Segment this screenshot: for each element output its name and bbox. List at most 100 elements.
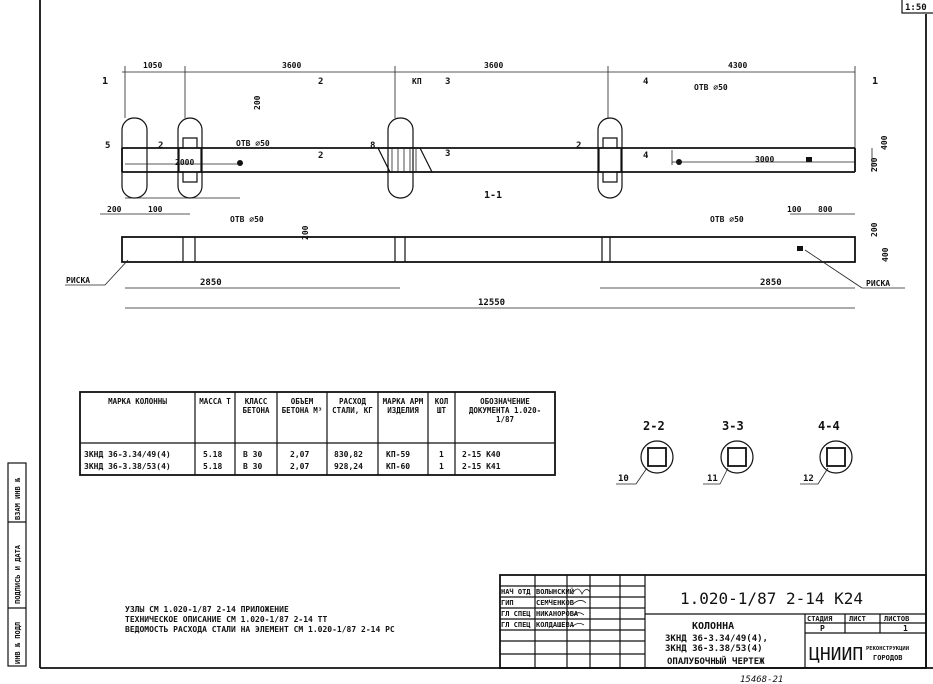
section-mark-4: 4 (643, 151, 649, 161)
dim-200-right: 200 (870, 222, 879, 237)
col-header: ОБЪЕМ БЕТОНА М³ (281, 397, 323, 415)
stamp-replace-label: ВЗАМ ИНВ № (14, 478, 22, 520)
col-header: КЛАСС БЕТОНА (242, 397, 270, 415)
signatures (571, 588, 591, 628)
sheets-header: ЛИСТОВ (884, 615, 909, 623)
node-oval-2b (597, 117, 623, 199)
section-mark-1: 1 (102, 76, 108, 87)
svg-text:НАЧ ОТД: НАЧ ОТД (501, 588, 531, 596)
sheet-header: ЛИСТ (849, 615, 866, 623)
section-mark-2: 2 (318, 151, 323, 161)
stage-value: Р (820, 624, 825, 633)
org-sub: ГОРОДОВ (873, 654, 903, 662)
svg-text:2,07: 2,07 (290, 450, 309, 459)
dim-4300: 4300 (728, 61, 747, 70)
svg-text:928,24: 928,24 (334, 462, 363, 471)
riska-label-right: РИСКА (866, 279, 890, 288)
svg-text:830,82: 830,82 (334, 450, 363, 459)
org-sub: РЕКОНСТРУКЦИИ (866, 646, 909, 652)
svg-text:5.18: 5.18 (203, 462, 222, 471)
margin-stamp: ИНВ № ПОДЛ ПОДПИСЬ И ДАТА ВЗАМ ИНВ № (7, 462, 27, 667)
svg-text:2-2: 2-2 (643, 419, 665, 433)
svg-text:2-15 К41: 2-15 К41 (462, 462, 501, 471)
svg-text:2-15 К40: 2-15 К40 (462, 450, 501, 459)
callout-2b: 2 (576, 141, 581, 151)
note-line: ВЕДОМОСТЬ РАСХОДА СТАЛИ НА ЭЛЕМЕНТ СМ 1.… (125, 625, 395, 634)
section-1-1: 1-1 200 100 100 800 ОТВ ⌀50 ОТВ ⌀50 200 … (65, 190, 905, 309)
sheets-value: 1 (903, 624, 908, 633)
svg-text:КП-60: КП-60 (386, 462, 410, 471)
section-mark-1-right: 1 (872, 76, 878, 87)
plan-view: 1050 3600 3600 4300 2000 3000 200 400 20… (102, 61, 889, 199)
hole-label: ОТВ ⌀50 (694, 83, 728, 92)
svg-text:11: 11 (707, 474, 718, 484)
stamp-sign-label: ПОДПИСЬ И ДАТА (14, 544, 22, 604)
svg-text:3КНД 36-3.34/49(4): 3КНД 36-3.34/49(4) (84, 450, 171, 459)
dim-2850-right: 2850 (760, 278, 782, 288)
document-code: 1.020-1/87 2-14 К24 (680, 589, 863, 608)
dim-3000: 3000 (755, 155, 774, 164)
dim-3600-a: 3600 (282, 61, 301, 70)
col-header: МАССА Т (199, 397, 231, 406)
svg-text:ГЛ СПЕЦ: ГЛ СПЕЦ (501, 610, 531, 618)
svg-text:3КНД 36-3.38/53(4): 3КНД 36-3.38/53(4) (84, 462, 171, 471)
col-header: ОБОЗНАЧЕНИЕ ДОКУМЕНТА 1.020-1/87 (468, 397, 542, 424)
svg-text:3-3: 3-3 (722, 419, 744, 433)
riska-label-left: РИСКА (66, 276, 90, 285)
item-title: КОЛОННА (692, 621, 734, 632)
svg-text:5.18: 5.18 (203, 450, 222, 459)
dim-200: 200 (107, 205, 122, 214)
stamp-inv-label: ИНВ № ПОДЛ (14, 622, 22, 664)
dim-12550: 12550 (478, 298, 505, 308)
dim-100: 100 (148, 205, 163, 214)
hole-marker (237, 160, 243, 166)
svg-text:ГИП: ГИП (501, 599, 514, 607)
item-mark: 3КНД 36-3.34/49(4), (665, 634, 768, 644)
col-header: МАРКА КОЛОННЫ (108, 397, 167, 406)
dim-1050: 1050 (143, 61, 162, 70)
section-mark-3: 3 (445, 149, 450, 159)
svg-text:В 30: В 30 (243, 462, 262, 471)
svg-text:4-4: 4-4 (818, 419, 840, 433)
svg-text:ВОЛЫНСКИЙ: ВОЛЫНСКИЙ (536, 587, 574, 596)
section-2-2: 2-2 10 (616, 419, 674, 485)
svg-text:10: 10 (618, 474, 629, 484)
section-1-1-title: 1-1 (484, 190, 502, 201)
notes: УЗЛЫ СМ 1.020-1/87 2-14 ПРИЛОЖЕНИЕ ТЕХНИ… (125, 605, 395, 634)
node-oval-8 (387, 117, 414, 199)
sheet-frame: 1:50 (39, 0, 933, 669)
dim-400: 400 (880, 135, 889, 150)
svg-text:ГЛ СПЕЦ: ГЛ СПЕЦ (501, 621, 531, 629)
svg-text:СЕМЧЕНКОВ: СЕМЧЕНКОВ (536, 599, 574, 607)
inventory-number: 15468-21 (740, 675, 783, 684)
callout-5: 5 (105, 141, 110, 151)
specification-table: МАРКА КОЛОННЫ МАССА Т КЛАСС БЕТОНА ОБЪЕМ… (79, 391, 556, 476)
svg-text:1: 1 (439, 450, 444, 459)
hole-label: ОТВ ⌀50 (710, 215, 744, 224)
dim-400: 400 (881, 247, 890, 262)
stage-header: СТАДИЯ (807, 615, 832, 623)
dim-800: 800 (818, 205, 833, 214)
org-logo: ЦНИИП (809, 644, 863, 665)
signer-row: ГИП СЕМЧЕНКОВ (501, 599, 574, 607)
note-line: ТЕХНИЧЕСКОЕ ОПИСАНИЕ СМ 1.020-1/87 2-14 … (125, 615, 327, 624)
dim-200-right: 200 (870, 157, 879, 172)
section-3-3: 3-3 11 (703, 419, 754, 485)
svg-text:НИКАНОРОВА: НИКАНОРОВА (536, 610, 579, 618)
svg-text:1: 1 (439, 462, 444, 471)
callout-2: 2 (158, 141, 163, 151)
dim-2850-left: 2850 (200, 278, 222, 288)
item-mark: 3КНД 36-3.38/53(4) (665, 644, 763, 654)
svg-text:В 30: В 30 (243, 450, 262, 459)
dim-3600-b: 3600 (484, 61, 503, 70)
col-header: МАРКА АРМ ИЗДЕЛИЯ (382, 397, 424, 415)
col-header: РАСХОД СТАЛИ, КГ (332, 397, 373, 415)
section-mark-4: 4 (643, 77, 649, 87)
signer-row: НАЧ ОТД ВОЛЫНСКИЙ (501, 587, 574, 596)
kp-label: КП (412, 77, 422, 86)
node-oval-5 (121, 117, 148, 199)
